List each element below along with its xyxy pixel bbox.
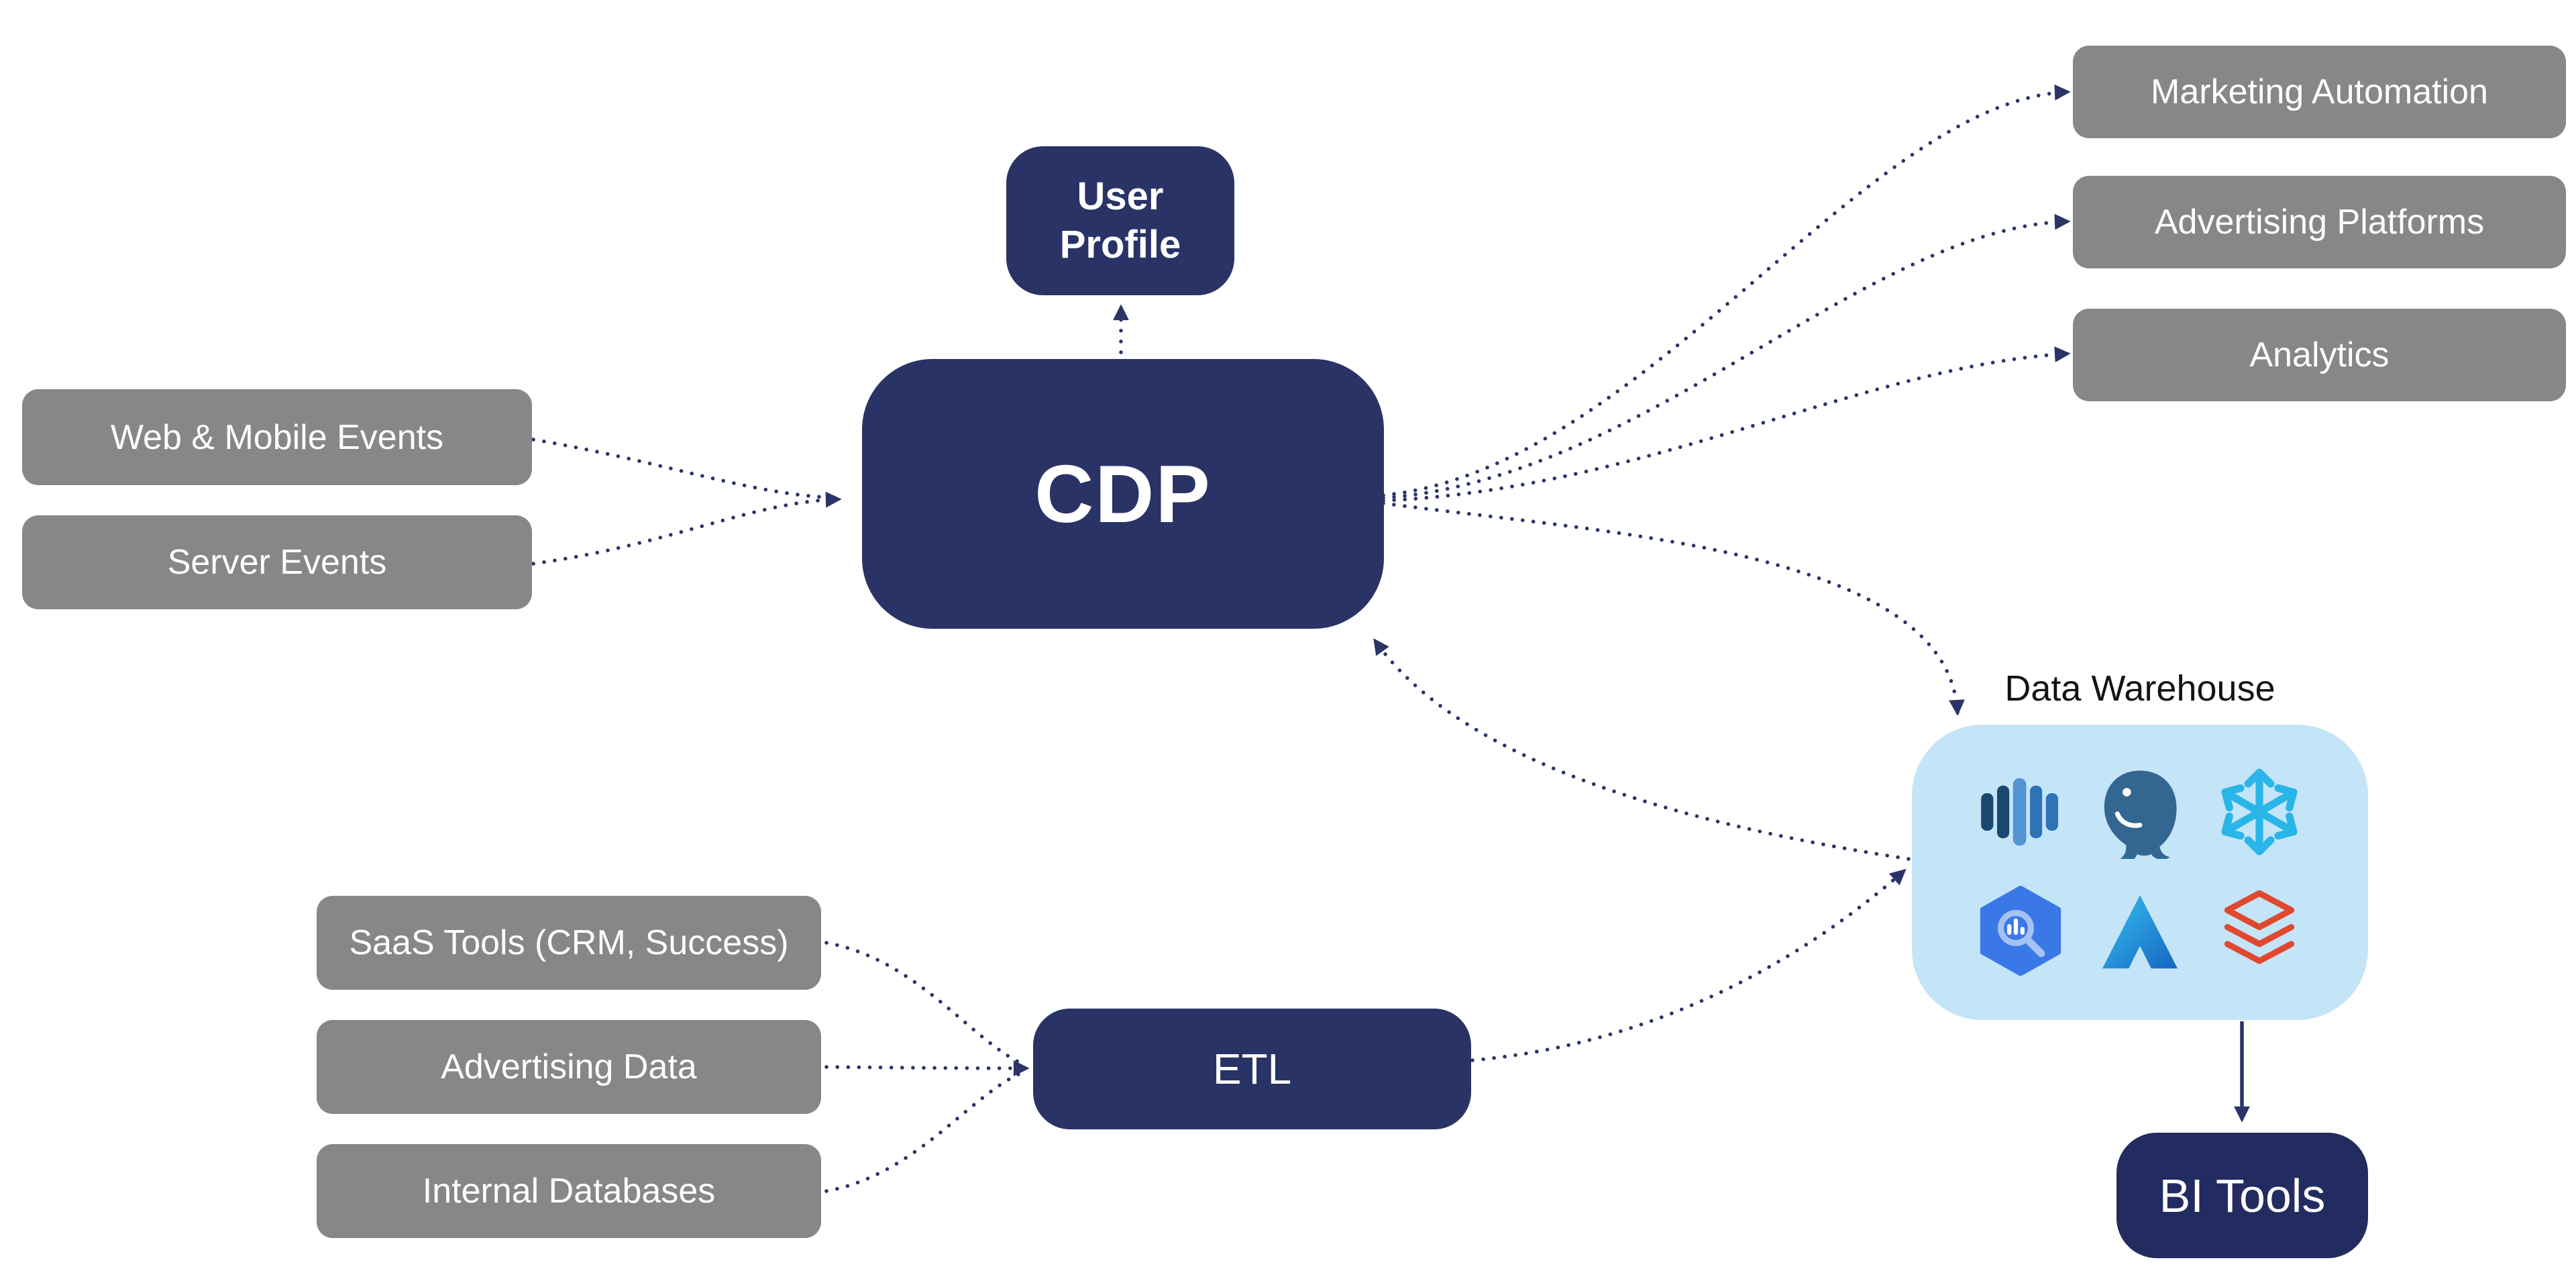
edge-web-mobile-events-to-cdp xyxy=(531,438,841,500)
redshift-icon xyxy=(1981,778,2058,846)
snowflake-icon xyxy=(2221,768,2298,856)
edge-internal-databases-to-etl xyxy=(824,1069,1028,1193)
edge-cdp-to-advertising-platforms xyxy=(1381,213,2071,500)
bigquery-icon xyxy=(1980,886,2061,976)
node-server-events: Server Events xyxy=(22,515,532,609)
postgresql-icon xyxy=(2104,770,2177,859)
node-user-profile: User Profile xyxy=(1006,146,1234,295)
node-advertising-data: Advertising Data xyxy=(317,1020,821,1114)
edge-cdp-to-data-warehouse xyxy=(1381,501,1965,716)
edge-cdp-to-analytics xyxy=(1381,346,2071,503)
node-cdp: CDP xyxy=(862,359,1384,629)
edge-data-warehouse-to-cdp xyxy=(1373,638,1911,861)
node-internal-databases: Internal Databases xyxy=(317,1144,821,1238)
edge-cdp-to-marketing-automation xyxy=(1381,84,2071,497)
node-marketing-automation: Marketing Automation xyxy=(2073,46,2566,138)
node-advertising-platforms: Advertising Platforms xyxy=(2073,176,2566,268)
azure-icon xyxy=(2102,895,2178,969)
node-bi-tools: BI Tools xyxy=(2116,1133,2368,1258)
node-data-warehouse xyxy=(1912,725,2368,1020)
edge-server-events-to-cdp xyxy=(531,491,842,566)
data-warehouse-label: Data Warehouse xyxy=(2004,668,2275,709)
node-web-mobile-events: Web & Mobile Events xyxy=(22,389,532,485)
node-analytics: Analytics xyxy=(2073,309,2566,401)
node-saas-tools: SaaS Tools (CRM, Success) xyxy=(317,896,821,990)
node-etl: ETL xyxy=(1033,1009,1471,1129)
edge-advertising-data-to-etl xyxy=(824,1060,1030,1076)
edge-etl-to-data-warehouse xyxy=(1470,868,1907,1062)
databricks-icon xyxy=(2224,890,2295,964)
edge-saas-tools-to-etl xyxy=(824,941,1028,1068)
